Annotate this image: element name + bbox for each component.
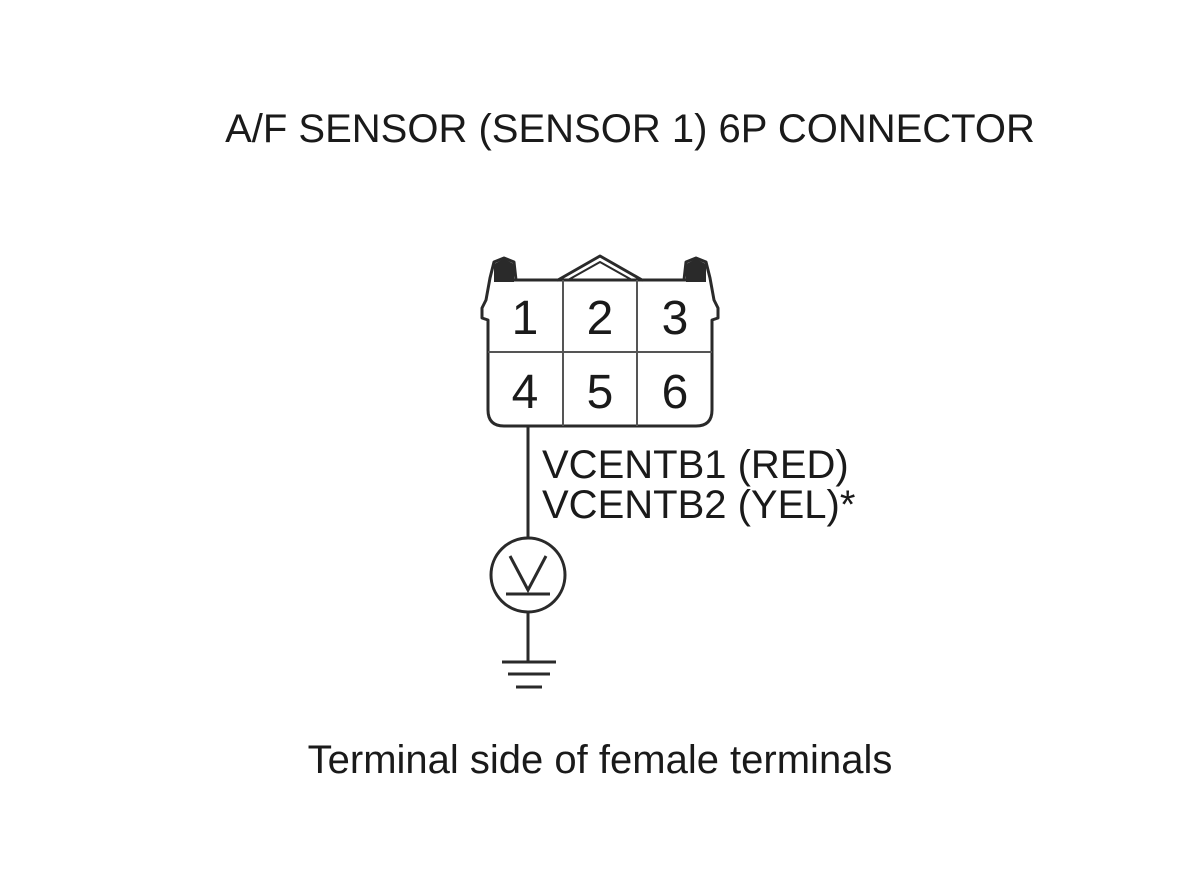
pin-number: 1	[512, 292, 539, 345]
connector-key	[556, 254, 644, 282]
wire-label-vcentb2: VCENTB2 (YEL)*	[542, 483, 855, 527]
wire-label-vcentb1: VCENTB1 (RED)	[542, 443, 849, 487]
voltmeter-icon	[489, 536, 567, 614]
left-latch	[494, 259, 514, 282]
ground-icon	[502, 660, 556, 689]
pin-number: 6	[662, 366, 689, 419]
connector-6p: 1 2 3 4 5 6	[480, 254, 720, 428]
pin-number: 3	[662, 292, 689, 345]
diagram-caption: Terminal side of female terminals	[308, 738, 893, 782]
pin-number: 2	[587, 292, 614, 345]
pin-number: 4	[512, 366, 539, 419]
connector-outline	[480, 256, 720, 428]
right-latch	[686, 259, 706, 282]
diagram-title: A/F SENSOR (SENSOR 1) 6P CONNECTOR	[225, 107, 1035, 151]
pin-number: 5	[587, 366, 614, 419]
